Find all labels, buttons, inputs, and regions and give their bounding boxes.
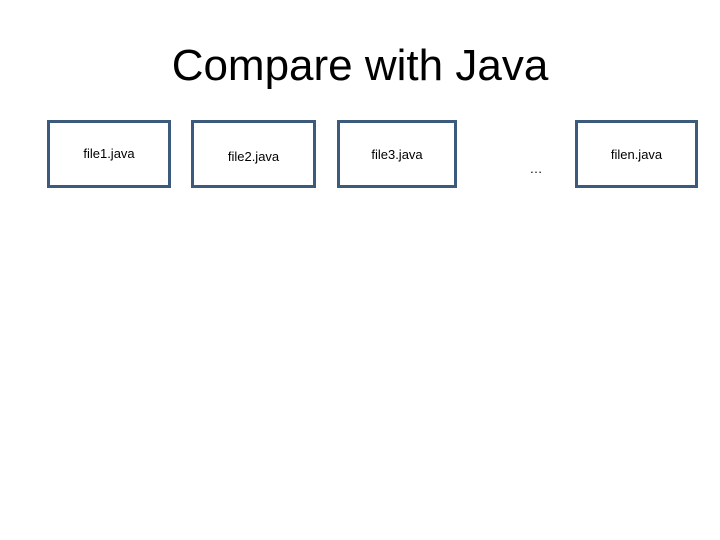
file-box-1[interactable]: file1.java [47, 120, 171, 188]
file-box-label: file3.java [371, 146, 423, 162]
file-box-2[interactable]: file2.java [191, 120, 316, 188]
page-title: Compare with Java [171, 41, 549, 90]
ellipsis-separator: … [529, 161, 543, 176]
file-box-n[interactable]: filen.java [575, 120, 698, 188]
file-box-label: file1.java [83, 145, 135, 161]
file-box-label: filen.java [610, 146, 663, 162]
file-box-3[interactable]: file3.java [337, 120, 457, 188]
file-box-label: file2.java [227, 148, 280, 164]
